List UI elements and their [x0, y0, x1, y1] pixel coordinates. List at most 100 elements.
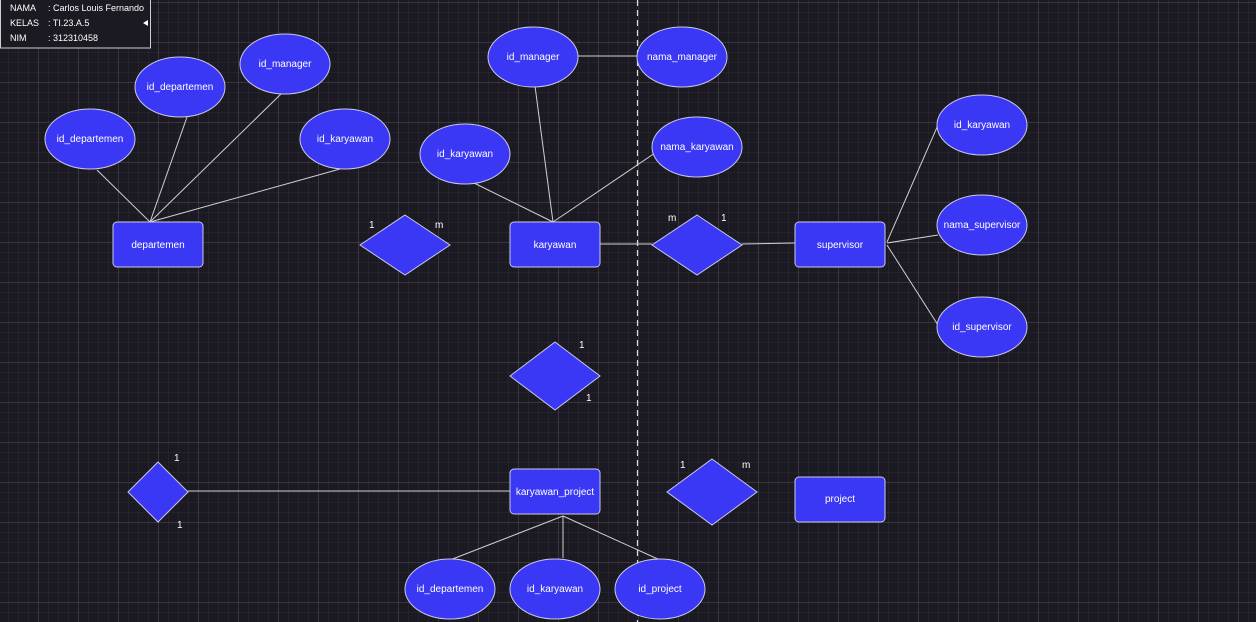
attribute-sup-id-karyawan[interactable]: id_karyawan — [936, 94, 1028, 156]
relationship-3[interactable]: 1 1 — [509, 340, 601, 411]
relationship-diamond[interactable] — [127, 461, 189, 523]
edge-dep-id-manager — [149, 93, 282, 223]
attribute-label: id_supervisor — [952, 322, 1012, 333]
relationship-5[interactable]: 1 m — [666, 458, 758, 526]
relationship-1[interactable]: 1 m — [359, 214, 451, 276]
cardinality-label: 1 — [586, 393, 592, 404]
attribute-ellipse[interactable] — [614, 558, 706, 620]
edge-kp-id-departemen — [449, 515, 564, 561]
info-card-key-nama: NAMA — [10, 3, 36, 13]
relationship-diamond[interactable] — [666, 458, 758, 526]
attribute-kar-nama-karyawan[interactable]: nama_karyawan — [651, 116, 743, 178]
cardinality-label: 1 — [579, 340, 585, 351]
relationship-diamond[interactable] — [651, 214, 743, 276]
edge-kar-nama-karyawan — [552, 152, 656, 223]
cardinality-label: 1 — [680, 460, 686, 471]
info-card-key-nim: NIM — [10, 33, 27, 43]
entity-karyawan[interactable]: karyawan — [509, 221, 601, 268]
edge-sup-nama-supervisor — [886, 234, 939, 244]
entity-box[interactable] — [112, 221, 204, 268]
edge-dep-id-departemen-left — [96, 169, 151, 223]
attribute-ellipse[interactable] — [419, 123, 511, 185]
attribute-dep-id-manager[interactable]: id_manager — [239, 33, 331, 95]
attribute-dep-id-karyawan[interactable]: id_karyawan — [299, 108, 391, 170]
entity-project[interactable]: project — [794, 476, 886, 523]
attribute-ellipse[interactable] — [487, 26, 579, 88]
edge-sup-id-karyawan — [886, 124, 939, 243]
entity-label: departemen — [131, 240, 184, 251]
edge-dep-id-departemen-top — [149, 116, 188, 223]
attribute-ellipse[interactable] — [44, 108, 136, 170]
cardinality-label: m — [742, 460, 750, 471]
info-card-value-nim: : 312310458 — [48, 33, 98, 43]
attribute-ellipse[interactable] — [509, 558, 601, 620]
attribute-ellipse[interactable] — [239, 33, 331, 95]
edge-sup-id-supervisor — [886, 244, 939, 326]
attribute-sup-id-supervisor[interactable]: id_supervisor — [936, 296, 1028, 358]
info-card-box — [0, 0, 151, 49]
attribute-dep-id-departemen-left[interactable]: id_departemen — [44, 108, 136, 170]
attribute-label: id_karyawan — [437, 149, 493, 160]
relationship-2[interactable]: m 1 — [651, 213, 743, 276]
attribute-kp-id-departemen[interactable]: id_departemen — [404, 558, 496, 620]
attribute-label: id_manager — [507, 52, 560, 63]
edges — [96, 55, 939, 561]
attribute-kar-id-manager[interactable]: id_manager — [487, 26, 579, 88]
relationship-diamond[interactable] — [359, 214, 451, 276]
entity-box[interactable] — [794, 221, 886, 268]
edge-kp-id-project — [562, 515, 661, 561]
edge-rel2-supervisor — [741, 242, 796, 245]
info-card: NAMA : Carlos Louis Fernando KELAS : TI.… — [0, 0, 151, 49]
relationship-4[interactable]: 1 1 — [127, 453, 189, 531]
info-card-value-kelas: : TI.23.A.5 — [48, 18, 89, 28]
edge-kar-id-karyawan — [473, 182, 554, 223]
entity-box[interactable] — [509, 468, 601, 515]
attribute-ellipse[interactable] — [936, 94, 1028, 156]
attribute-dep-id-departemen-top[interactable]: id_departemen — [134, 56, 226, 118]
entity-box[interactable] — [794, 476, 886, 523]
cardinality-label: m — [435, 220, 443, 231]
info-card-caret-icon — [143, 20, 148, 26]
attribute-ellipse[interactable] — [936, 194, 1028, 256]
attribute-kar-id-karyawan[interactable]: id_karyawan — [419, 123, 511, 185]
attribute-ellipse[interactable] — [651, 116, 743, 178]
attribute-kp-id-project[interactable]: id_project — [614, 558, 706, 620]
relationship-diamond[interactable] — [509, 341, 601, 411]
attribute-sup-nama-supervisor[interactable]: nama_supervisor — [936, 194, 1028, 256]
cardinality-label: 1 — [174, 453, 180, 464]
entity-karyawan-project[interactable]: karyawan_project — [509, 468, 601, 515]
attribute-label: id_project — [638, 584, 682, 595]
entity-supervisor[interactable]: supervisor — [794, 221, 886, 268]
attribute-label: id_departemen — [147, 82, 214, 93]
info-card-key-kelas: KELAS — [10, 18, 39, 28]
attribute-label: id_karyawan — [317, 134, 373, 145]
attribute-label: id_karyawan — [954, 120, 1010, 131]
attribute-ellipse[interactable] — [404, 558, 496, 620]
cardinality-label: 1 — [369, 220, 375, 231]
cardinality-label: m — [668, 213, 676, 224]
edge-kar-id-manager — [534, 85, 554, 223]
entity-box[interactable] — [509, 221, 601, 268]
entity-label: karyawan — [534, 240, 577, 251]
edge-dep-id-karyawan — [149, 168, 341, 223]
attribute-label: nama_karyawan — [660, 142, 733, 153]
entity-label: karyawan_project — [516, 487, 595, 498]
attribute-ellipse[interactable] — [134, 56, 226, 118]
cardinality-label: 1 — [177, 520, 183, 531]
attribute-ellipse[interactable] — [636, 26, 728, 88]
attribute-label: id_departemen — [57, 134, 124, 145]
attribute-ellipse[interactable] — [299, 108, 391, 170]
cardinality-label: 1 — [721, 213, 727, 224]
entity-label: supervisor — [817, 240, 864, 251]
attribute-label: nama_supervisor — [944, 220, 1021, 231]
entity-departemen[interactable]: departemen — [112, 221, 204, 268]
info-card-value-nama: : Carlos Louis Fernando — [48, 3, 144, 13]
entity-label: project — [825, 494, 855, 505]
attribute-label: id_departemen — [417, 584, 484, 595]
attribute-kp-id-karyawan[interactable]: id_karyawan — [509, 558, 601, 620]
attribute-label: id_karyawan — [527, 584, 583, 595]
attribute-label: nama_manager — [647, 52, 718, 63]
attribute-kar-nama-manager[interactable]: nama_manager — [636, 26, 728, 88]
attribute-ellipse[interactable] — [936, 296, 1028, 358]
